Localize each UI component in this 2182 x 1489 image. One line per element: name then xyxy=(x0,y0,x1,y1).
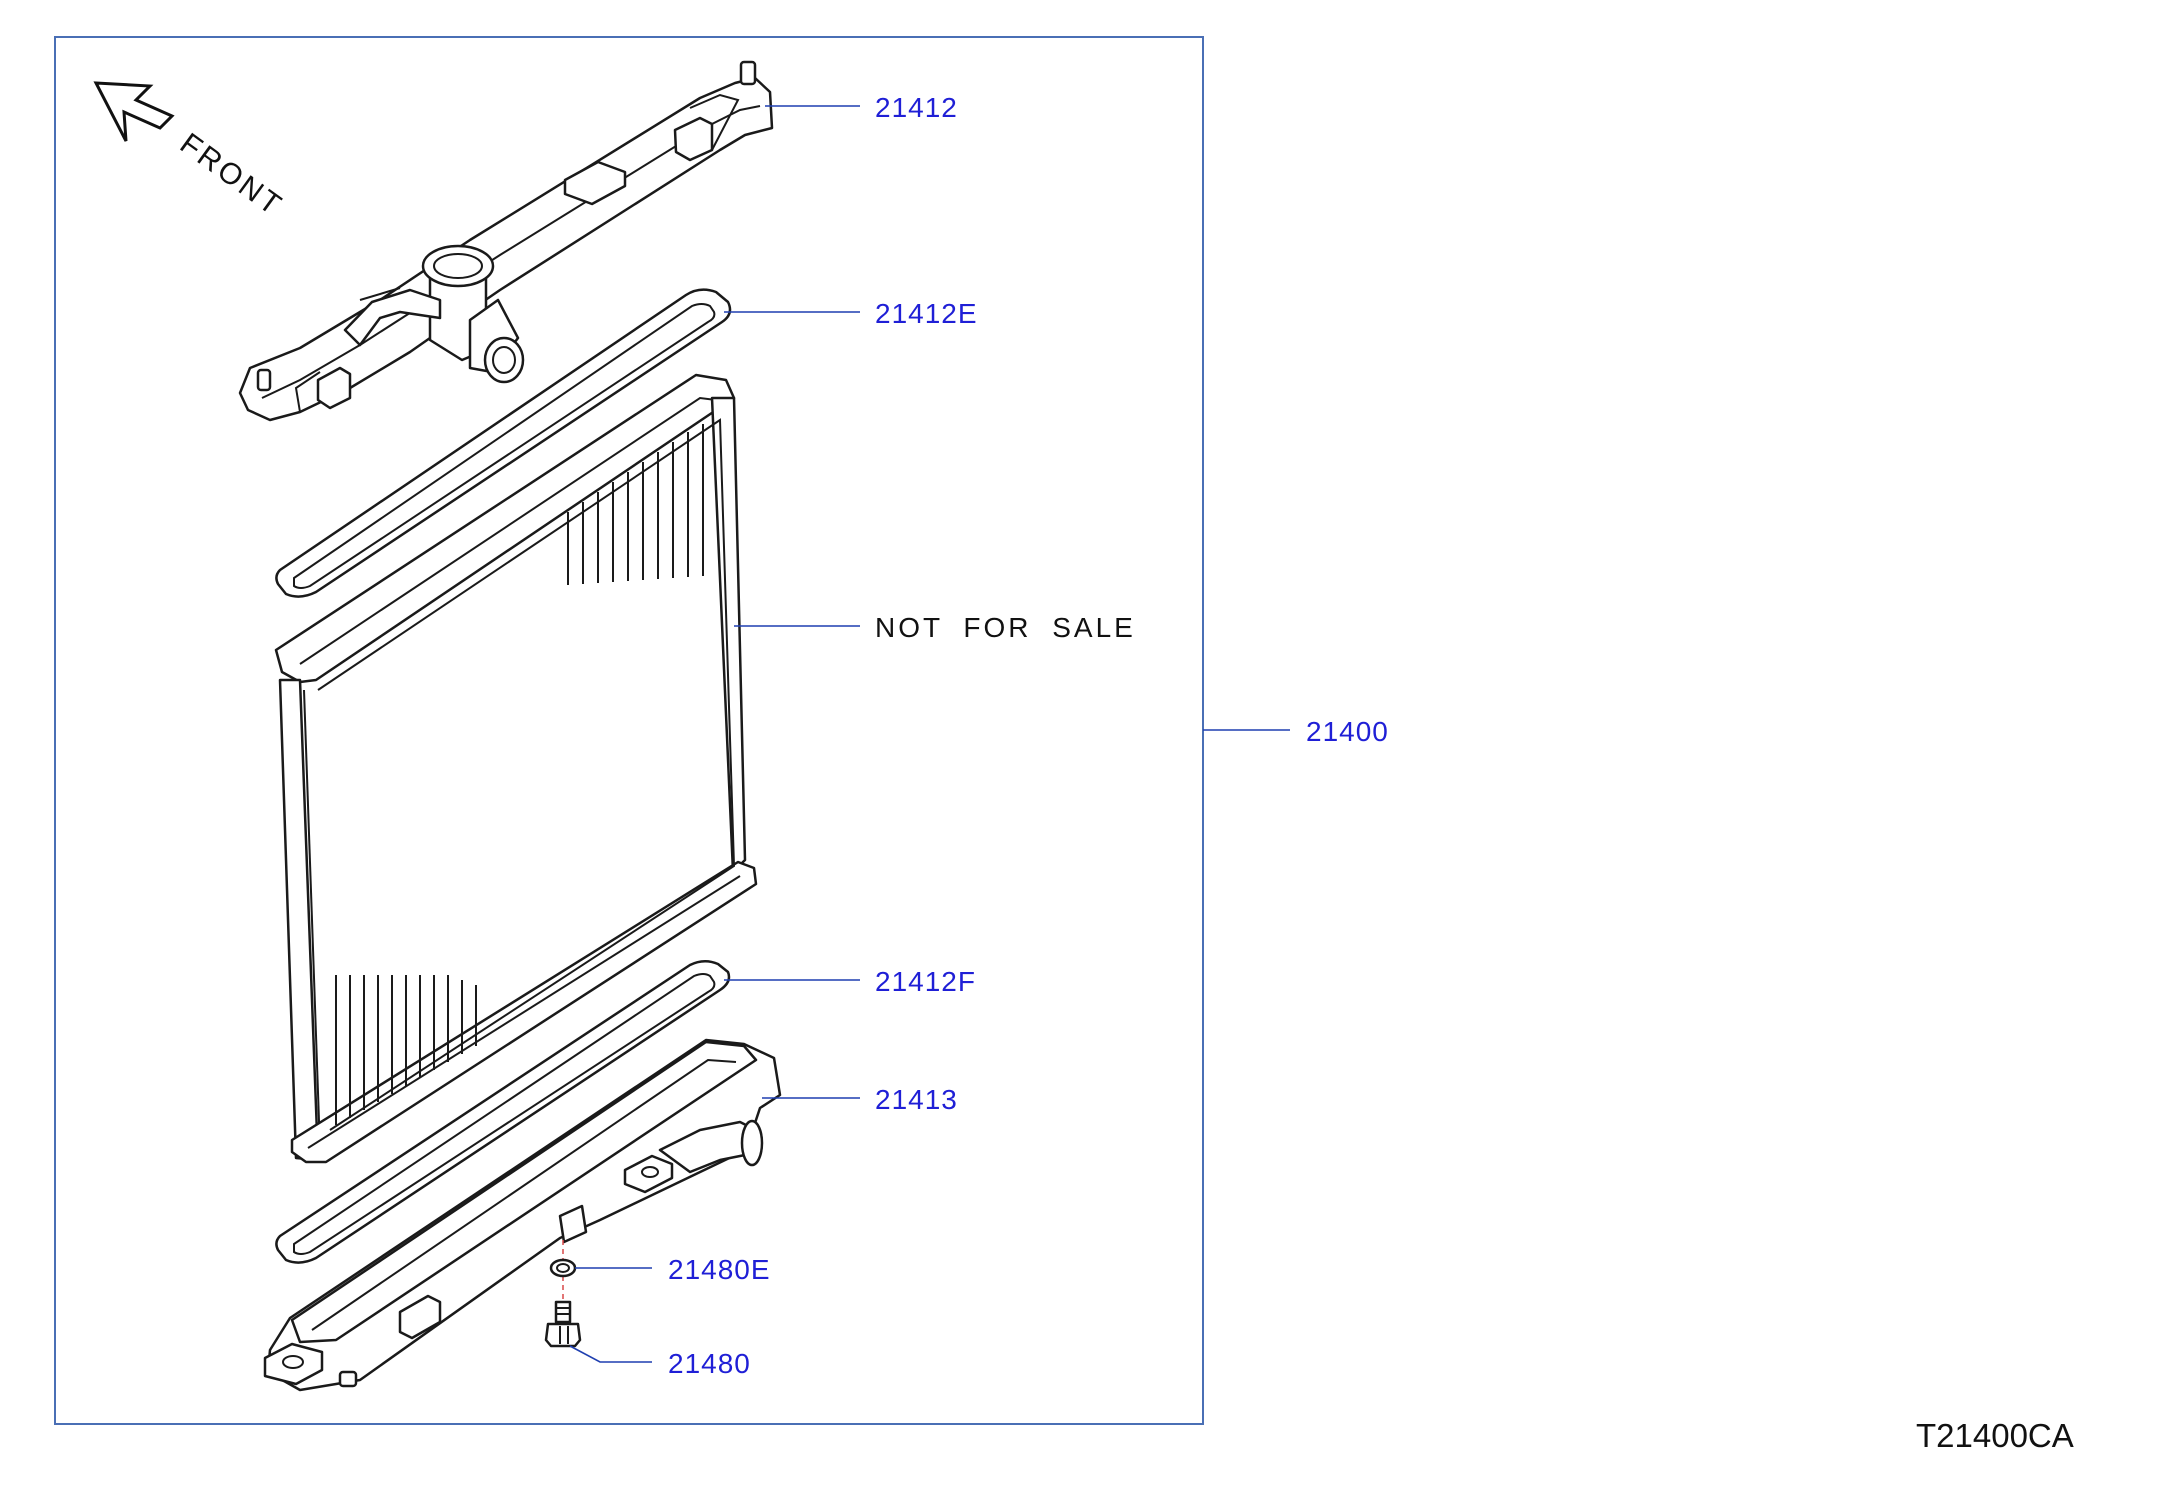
drain-plug xyxy=(544,1300,582,1348)
diagram-code: T21400CA xyxy=(1916,1417,2074,1454)
drain-seal xyxy=(549,1240,577,1300)
lower-tank xyxy=(263,1038,782,1392)
callout-drain-plug: 21480 xyxy=(668,1348,751,1379)
lower-gasket xyxy=(275,960,731,1264)
callout-upper-gasket: 21412E xyxy=(875,298,978,329)
front-arrow-icon xyxy=(93,81,175,142)
radiator-core xyxy=(274,373,758,1164)
upper-gasket xyxy=(275,288,732,598)
callout-drain-seal: 21480E xyxy=(668,1254,771,1285)
front-label: FRONT xyxy=(174,127,289,223)
callout-upper-tank: 21412 xyxy=(875,92,958,123)
callout-lower-tank: 21413 xyxy=(875,1084,958,1115)
callout-lower-gasket: 21412F xyxy=(875,966,976,997)
assembly-frame xyxy=(54,36,1204,1425)
callout-assembly: 21400 xyxy=(1306,716,1389,747)
leader-lines xyxy=(569,105,1290,1363)
upper-tank xyxy=(238,60,774,422)
callout-core: NOT FOR SALE xyxy=(875,612,1136,643)
